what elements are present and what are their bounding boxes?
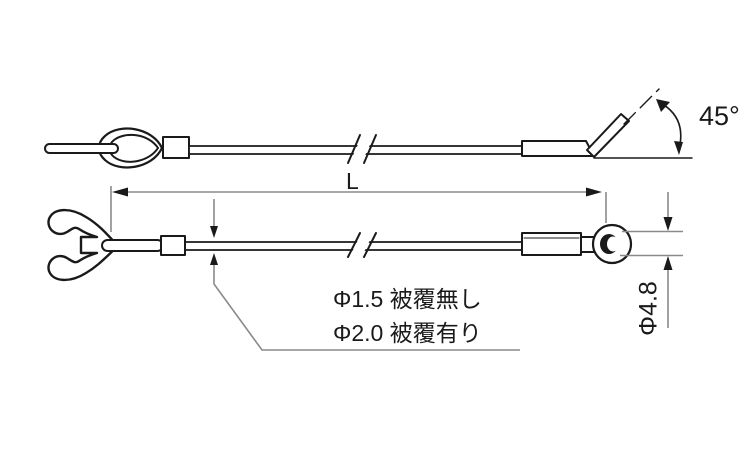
dia-arrow-top [663, 217, 673, 231]
note-arrow-up [210, 253, 218, 265]
note-line-2: Φ2.0 被覆有り [333, 320, 482, 346]
fork-wire [101, 239, 164, 252]
loop-crimp-sleeve [162, 136, 190, 159]
angle-arc-arrow-top [656, 99, 670, 112]
fork-clip [47, 208, 120, 282]
angle-label: 45° [699, 101, 740, 131]
dia-arrow-bottom [663, 256, 673, 270]
angle-annotation [593, 88, 693, 159]
diameter-label: Φ4.8 [634, 281, 663, 336]
upper-cable-drawing [44, 88, 693, 169]
bent-terminal-ferrule [521, 140, 595, 157]
length-arrow-right [586, 187, 602, 197]
bent-tip [586, 113, 630, 158]
loop-end [44, 127, 190, 169]
diameter-dimension [620, 192, 683, 328]
note-line-1: Φ1.5 被覆無し [333, 286, 482, 312]
angle-arc-arrow-bottom [674, 141, 683, 155]
loop-free-wire-end [44, 143, 119, 154]
length-dimension [110, 186, 607, 232]
length-arrow-left [112, 187, 128, 197]
note-leader [210, 199, 520, 351]
lower-cable-break [347, 232, 377, 258]
angle-dashed-extension [623, 88, 660, 125]
length-label: L [346, 168, 359, 194]
note-arrow-down [210, 226, 218, 238]
bent-terminal [521, 113, 630, 158]
upper-cable-break [347, 134, 377, 164]
lower-cable-drawing [47, 208, 633, 282]
eyelet-terminal [521, 223, 633, 265]
eyelet-sleeve [521, 232, 582, 256]
fork-crimp-ferrule [160, 235, 186, 256]
